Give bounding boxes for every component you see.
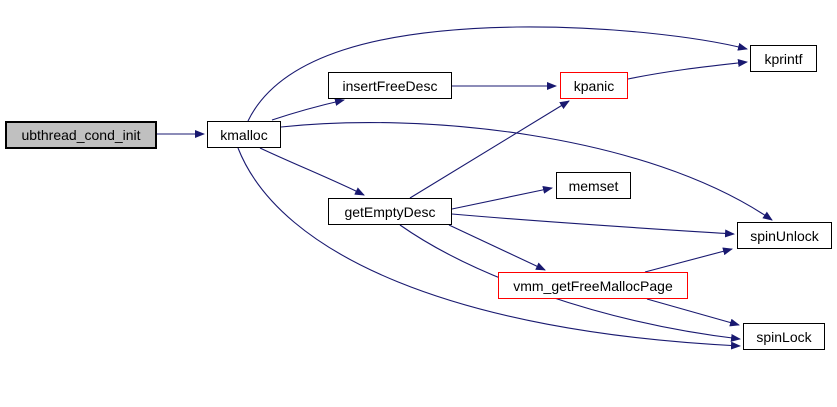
edge-getEmptyDesc-to-memset: [451, 185, 553, 210]
edge-vmm_getFreeMallocPage-to-spinUnlock: [644, 247, 733, 273]
node-insertFreeDesc[interactable]: insertFreeDesc: [328, 72, 452, 99]
edge-kpanic-to-kprintf: [627, 59, 748, 80]
node-kprintf[interactable]: kprintf: [750, 45, 817, 72]
node-kmalloc[interactable]: kmalloc: [207, 121, 281, 148]
edge-getEmptyDesc-to-spinUnlock: [451, 213, 735, 238]
node-kpanic[interactable]: kpanic: [560, 72, 628, 99]
node-memset[interactable]: memset: [556, 172, 631, 199]
node-getEmptyDesc[interactable]: getEmptyDesc: [328, 198, 452, 225]
edge-getEmptyDesc-to-vmm_getFreeMallocPage: [448, 224, 546, 271]
edge-kmalloc-to-getEmptyDesc: [259, 147, 365, 196]
node-spinLock[interactable]: spinLock: [743, 323, 825, 350]
node-ubthread_cond_init: ubthread_cond_init: [5, 121, 157, 149]
edge-kmalloc-to-kprintf: [247, 26, 748, 122]
edge-kmalloc-to-spinLock: [237, 147, 741, 350]
node-vmm_getFreeMallocPage[interactable]: vmm_getFreeMallocPage: [498, 272, 688, 299]
edge-kmalloc-to-insertFreeDesc: [271, 98, 345, 121]
edge-kmalloc-to-spinUnlock: [280, 122, 773, 221]
node-spinUnlock[interactable]: spinUnlock: [737, 222, 832, 249]
edge-vmm_getFreeMallocPage-to-spinLock: [646, 298, 740, 327]
edge-getEmptyDesc-to-kpanic: [409, 100, 570, 199]
